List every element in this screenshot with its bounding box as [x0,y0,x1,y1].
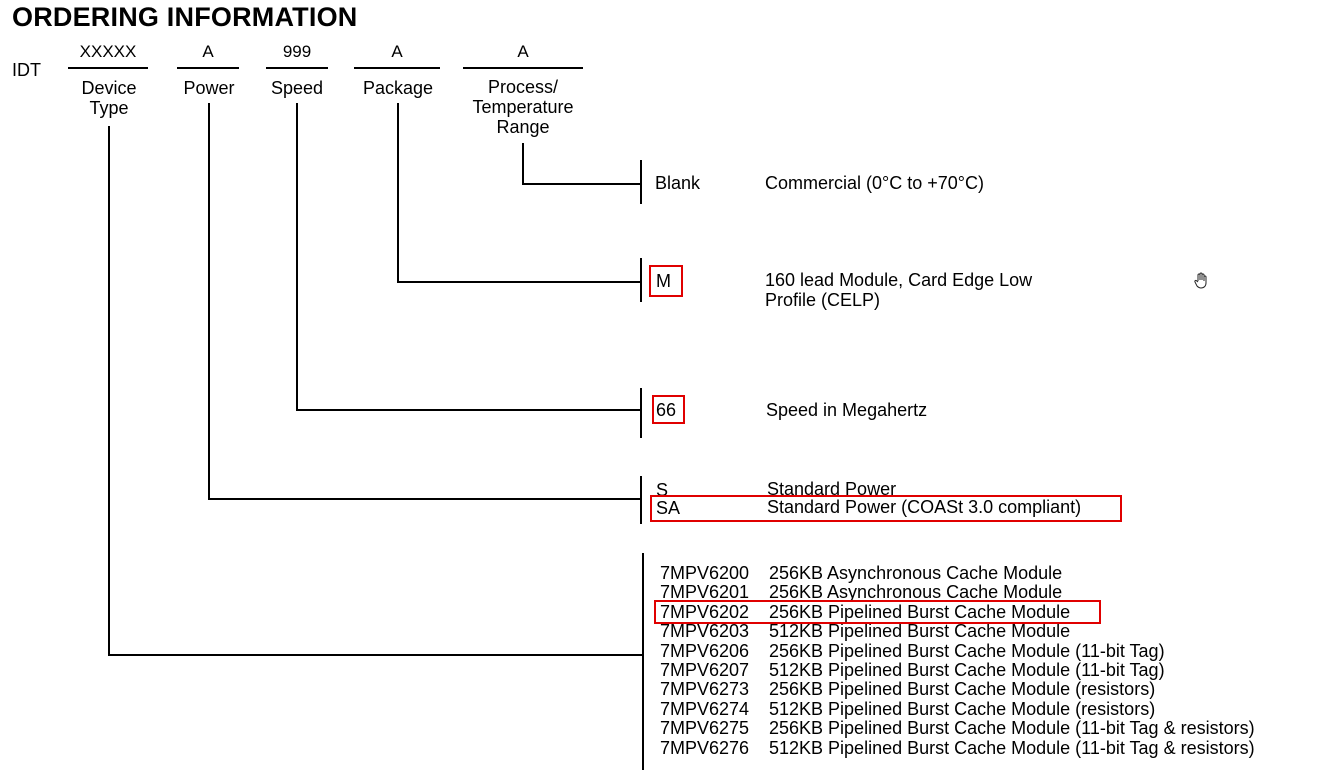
device-row: 7MPV6202 256KB Pipelined Burst Cache Modu… [660,601,1255,622]
process-description: Commercial (0°C to +70°C) [765,173,984,193]
connector-power-vertical [208,103,210,500]
connector-process-horizontal [522,183,641,185]
device-row: 7MPV6276 512KB Pipelined Burst Cache Modu… [660,737,1255,758]
device-description: 256KB Pipelined Burst Cache Module [769,601,1071,622]
package-description-line1: 160 lead Module, Card Edge Low [765,270,1033,290]
field-underline-power [177,67,239,69]
power-description-sa: Standard Power (COASt 3.0 compliant) [767,497,1082,517]
field-code-device-type: XXXXX [79,42,137,61]
package-description-line2: Profile (CELP) [765,290,881,310]
device-description: 512KB Pipelined Burst Cache Module (resi… [769,698,1156,719]
connector-package-horizontal [397,281,641,283]
package-option: M [656,271,671,291]
package-highlight-box [649,265,683,297]
device-description: 256KB Pipelined Burst Cache Module (11-b… [769,640,1165,661]
device-code: 7MPV6201 [660,582,750,603]
connector-power-horizontal [208,498,641,500]
field-code-speed: 999 [282,42,312,61]
power-sa-highlight-box [650,495,1122,522]
power-description-s: Standard Power [767,479,897,499]
field-label-process: Process/ Temperature Range [472,77,574,137]
idt-prefix: IDT [12,60,41,80]
power-option-sa: SA [656,498,681,518]
connector-device-vertical [108,126,110,656]
device-code: 7MPV6200 [660,563,750,583]
device-row: 7MPV6200 256KB Asynchronous Cache Module [660,563,1255,583]
bracket-power [640,476,642,524]
field-underline-process [463,67,583,69]
field-code-package: A [391,42,403,61]
device-row: 7MPV6273 256KB Pipelined Burst Cache Modu… [660,679,1255,700]
device-description: 256KB Pipelined Burst Cache Module (11-b… [769,718,1255,739]
bracket-device [642,553,644,770]
field-label-speed: Speed [270,78,324,98]
device-code: 7MPV6273 [660,679,750,700]
connector-device-horizontal [108,654,643,656]
field-underline-package [354,67,440,69]
process-option: Blank [655,173,701,193]
bracket-process [640,160,642,204]
device-code: 7MPV6206 [660,640,750,661]
device-description: 512KB Pipelined Burst Cache Module (11-b… [769,737,1255,758]
device-row: 7MPV6207 512KB Pipelined Burst Cache Modu… [660,660,1255,681]
device-code: 7MPV6275 [660,718,750,739]
connector-package-vertical [397,103,399,283]
device-row: 7MPV6201 256KB Asynchronous Cache Module [660,582,1255,603]
device-description: 256KB Asynchronous Cache Module [769,563,1063,583]
field-underline-speed [266,67,328,69]
bracket-speed [640,388,642,438]
speed-option: 66 [656,400,677,420]
bracket-package [640,258,642,302]
connector-speed-vertical [296,103,298,411]
field-code-power: A [202,42,214,61]
speed-highlight-box [652,395,685,424]
field-label-package: Package [362,78,434,98]
device-row: 7MPV6206 256KB Pipelined Burst Cache Modu… [660,640,1255,661]
field-label-power: Power [183,78,235,98]
device-description: 256KB Pipelined Burst Cache Module (resi… [769,679,1156,700]
device-row: 7MPV6274 512KB Pipelined Burst Cache Modu… [660,698,1255,719]
page-title: ORDERING INFORMATION [12,2,358,32]
speed-description: Speed in Megahertz [766,400,928,420]
device-code: 7MPV6202 [660,601,750,622]
device-code: 7MPV6274 [660,698,750,719]
field-underline-device-type [68,67,148,69]
device-code: 7MPV6203 [660,621,750,642]
device-row: 7MPV6203 512KB Pipelined Burst Cache Modu… [660,621,1255,642]
device-code: 7MPV6276 [660,737,750,758]
hand-pointer-icon [1193,272,1209,295]
field-code-process: A [517,42,529,61]
device-row: 7MPV6275 256KB Pipelined Burst Cache Modu… [660,718,1255,739]
device-description: 256KB Asynchronous Cache Module [769,582,1063,603]
connector-process-vertical [522,143,524,185]
device-code: 7MPV6207 [660,660,750,681]
device-description: 512KB Pipelined Burst Cache Module [769,621,1071,642]
device-7mpv6202-highlight-box [654,600,1101,624]
field-label-device-type: Device Type [81,78,137,118]
connector-speed-horizontal [296,409,641,411]
device-description: 512KB Pipelined Burst Cache Module (11-b… [769,660,1165,681]
